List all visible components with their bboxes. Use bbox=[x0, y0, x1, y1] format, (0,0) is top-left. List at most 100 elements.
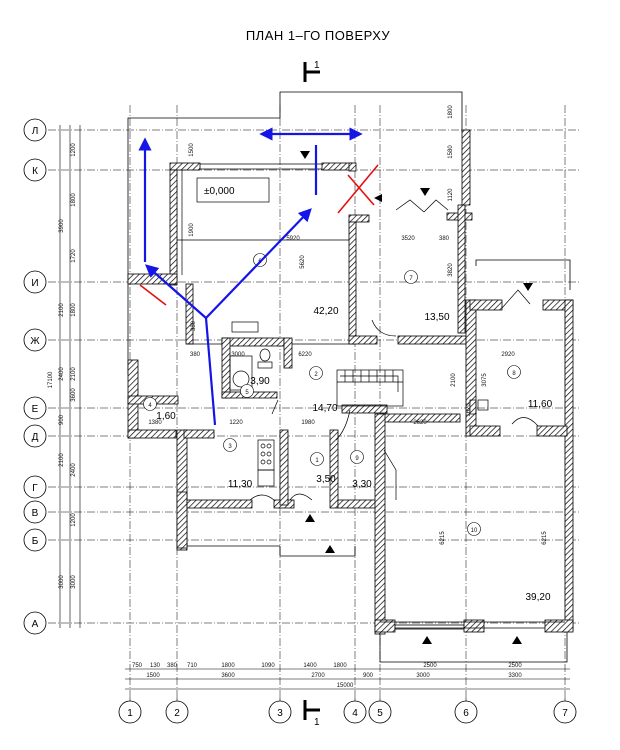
axis-bubble-5: 5 bbox=[368, 698, 392, 724]
axis-bubble-Г: Г bbox=[23, 475, 47, 499]
dimension-label: 1220 bbox=[229, 420, 243, 426]
fixtures bbox=[196, 177, 489, 487]
svg-text:1: 1 bbox=[314, 717, 320, 728]
svg-text:1,60: 1,60 bbox=[156, 411, 176, 422]
dimension-label: 1580 bbox=[448, 145, 454, 159]
dimension-label: 5920 bbox=[286, 236, 300, 242]
svg-text:1: 1 bbox=[127, 708, 133, 719]
room-6: 642,20 bbox=[253, 253, 339, 317]
left-dimension-chains bbox=[59, 125, 81, 628]
interior-lines bbox=[177, 163, 565, 629]
dimension-label: 1900 bbox=[189, 223, 195, 237]
svg-text:3: 3 bbox=[277, 708, 283, 719]
dimension-label: 2500 bbox=[508, 663, 522, 669]
dimension-label: 2400 bbox=[71, 463, 77, 477]
section-marker-bottom: 1 bbox=[303, 700, 320, 728]
svg-text:Ж: Ж bbox=[30, 336, 40, 347]
dimension-label: 1500 bbox=[189, 143, 195, 157]
svg-text:2: 2 bbox=[174, 708, 180, 719]
dimension-label: 3000 bbox=[231, 352, 245, 358]
svg-text:11,60: 11,60 bbox=[528, 399, 553, 410]
dimension-label: 2500 bbox=[423, 663, 437, 669]
staircase bbox=[336, 369, 404, 407]
room-3: 311,30 bbox=[223, 438, 253, 490]
room-7: 713,50 bbox=[404, 270, 450, 323]
section-marker-top: 1 bbox=[303, 60, 320, 82]
dimension-label: 2920 bbox=[501, 352, 515, 358]
dimension-total: 15000 bbox=[337, 683, 354, 689]
dimension-label: 380 bbox=[439, 236, 450, 242]
dimension-label: 1800 bbox=[333, 663, 347, 669]
walls bbox=[127, 129, 574, 635]
dimension-label: 380 bbox=[167, 663, 178, 669]
svg-text:Л: Л bbox=[32, 126, 39, 137]
svg-text:Д: Д bbox=[32, 432, 39, 443]
dimension-label: 1380 bbox=[148, 420, 162, 426]
dimension-label: 1720 bbox=[71, 249, 77, 263]
room-10: 10 39,20 bbox=[467, 522, 551, 603]
svg-text:14,70: 14,70 bbox=[312, 403, 337, 414]
axis-bubble-И: И bbox=[23, 270, 47, 294]
dimension-label: 2100 bbox=[451, 373, 457, 387]
dimension-label: 3820 bbox=[448, 263, 454, 277]
dimension-label: 2620 bbox=[413, 420, 427, 426]
dimension-label: 2100 bbox=[71, 367, 77, 381]
level-mark: ±0,000 bbox=[204, 186, 235, 197]
svg-text:11,30: 11,30 bbox=[228, 479, 253, 490]
axis-bubble-Ж: Ж bbox=[23, 328, 47, 352]
dimension-label: 380 bbox=[191, 320, 197, 331]
room-4: 41,60 bbox=[143, 397, 176, 422]
dimension-label: 1800 bbox=[448, 105, 454, 119]
svg-text:13,50: 13,50 bbox=[424, 312, 449, 323]
svg-text:И: И bbox=[31, 278, 38, 289]
red-crossout-marks bbox=[139, 164, 379, 306]
dimension-label: 710 bbox=[187, 663, 198, 669]
terrace-outline bbox=[127, 91, 571, 663]
svg-text:Г: Г bbox=[32, 483, 38, 494]
svg-text:В: В bbox=[32, 508, 39, 519]
plan-title: ПЛАН 1–ГО ПОВЕРХУ bbox=[246, 28, 391, 43]
dimension-label: 1800 bbox=[71, 303, 77, 317]
dimension-label: 1980 bbox=[301, 420, 315, 426]
dimension-label: 3000 bbox=[71, 575, 77, 589]
axis-bubble-Е: Е bbox=[23, 396, 47, 420]
axis-bubble-7: 7 bbox=[553, 698, 577, 724]
axis-bubble-Б: Б bbox=[23, 528, 47, 552]
dimension-label: 1800 bbox=[221, 663, 235, 669]
entrance-markers bbox=[300, 151, 533, 644]
room-8: 811,60 bbox=[507, 365, 553, 410]
dimension-label: 2100 bbox=[59, 303, 65, 317]
horizontal-axis-bubbles: Л К И Ж Е Д Г ВБ А bbox=[23, 118, 47, 635]
dimension-label: 1200 bbox=[71, 143, 77, 157]
svg-text:10: 10 bbox=[471, 528, 478, 534]
svg-text:39,20: 39,20 bbox=[525, 592, 550, 603]
axis-bubble-Д: Д bbox=[23, 424, 47, 448]
axis-bubble-6: 6 bbox=[454, 698, 478, 724]
svg-text:3,30: 3,30 bbox=[352, 479, 372, 490]
blue-flow-arrows bbox=[138, 127, 363, 426]
room-2: 214,70 bbox=[309, 366, 338, 414]
room-1: 13,50 bbox=[310, 452, 336, 485]
svg-text:А: А bbox=[32, 619, 39, 630]
dimension-label: 3300 bbox=[508, 673, 522, 679]
doors bbox=[249, 199, 539, 501]
axis-grid-lines bbox=[48, 105, 580, 700]
axis-bubble-А: А bbox=[23, 611, 47, 635]
svg-text:7: 7 bbox=[409, 276, 413, 282]
axis-bubble-2: 2 bbox=[165, 698, 189, 724]
svg-text:К: К bbox=[32, 166, 38, 177]
dimension-label: 3075 bbox=[482, 373, 488, 387]
dimension-label: 1500 bbox=[146, 673, 160, 679]
room-9: 93,30 bbox=[350, 450, 372, 490]
dimension-label: 2700 bbox=[311, 673, 325, 679]
svg-text:9: 9 bbox=[355, 456, 359, 462]
room-labels: 13,50214,70311,3041,6053,90642,20713,508… bbox=[143, 253, 553, 603]
svg-text:1: 1 bbox=[314, 60, 320, 71]
axis-bubble-4: 4 bbox=[343, 698, 367, 724]
dimension-label: 1090 bbox=[261, 663, 275, 669]
dimension-label: 3000 bbox=[416, 673, 430, 679]
axis-bubble-1: 1 bbox=[118, 698, 142, 724]
